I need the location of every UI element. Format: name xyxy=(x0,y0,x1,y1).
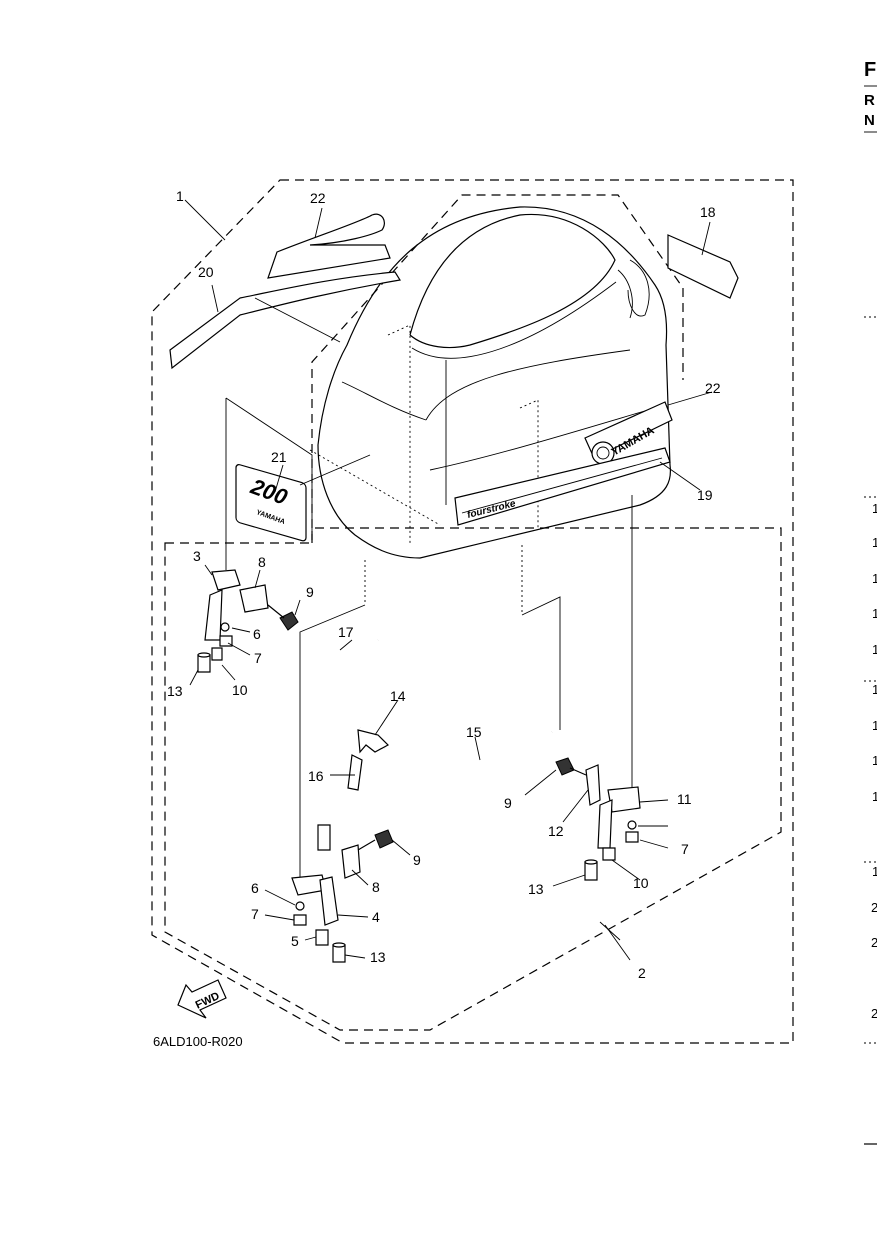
callout-6b: 6 xyxy=(251,880,259,896)
edge-row-11: 2 xyxy=(871,900,877,915)
callout-17: 17 xyxy=(338,624,354,640)
callout-16: 16 xyxy=(308,768,324,784)
callout-22a: 22 xyxy=(310,190,326,206)
callout-12: 12 xyxy=(548,823,564,839)
left-upper-bracket-group xyxy=(189,397,313,686)
callout-18: 18 xyxy=(700,204,716,220)
edge-header-f: F xyxy=(864,59,876,81)
right-bracket-group xyxy=(524,495,669,887)
edge-row-10: 1 xyxy=(872,864,877,879)
edge-row-5: 1 xyxy=(872,642,877,657)
callout-10b: 10 xyxy=(633,875,649,891)
edge-row-4: 1 xyxy=(872,606,877,621)
diagram-code: 6ALD100-R020 xyxy=(153,1034,243,1049)
edge-row-6: 1 xyxy=(872,682,877,697)
decal-21-model: 200 YAMAHA xyxy=(235,464,307,542)
callout-9b: 9 xyxy=(413,852,421,868)
callout-13a: 13 xyxy=(167,683,183,699)
callout-numbers: 1 2 3 4 5 6 6 7 7 7 8 8 9 9 9 10 10 11 1… xyxy=(167,188,721,981)
edge-row-8: 1 xyxy=(872,753,877,768)
fwd-arrow-icon: FWD xyxy=(177,979,227,1019)
callout-14: 14 xyxy=(390,688,406,704)
callout-9c: 9 xyxy=(504,795,512,811)
callout-2: 2 xyxy=(638,965,646,981)
callout-13c: 13 xyxy=(370,949,386,965)
right-edge-column: F R N 1 1 1 1 1 1 1 1 1 1 2 2 2 xyxy=(864,59,877,1145)
callout-4: 4 xyxy=(372,909,380,925)
edge-row-7: 1 xyxy=(872,718,877,733)
edge-row-9: 1 xyxy=(872,789,877,804)
callout-22b: 22 xyxy=(705,380,721,396)
decal-20 xyxy=(169,271,401,370)
callout-8a: 8 xyxy=(258,554,266,570)
hose-assembly xyxy=(299,545,561,880)
callout-8b: 8 xyxy=(372,879,380,895)
callout-19: 19 xyxy=(697,487,713,503)
callout-3: 3 xyxy=(193,548,201,564)
left-lower-bracket-group xyxy=(264,829,411,963)
callout-6a: 6 xyxy=(253,626,261,642)
callout-5: 5 xyxy=(291,933,299,949)
callout-9a: 9 xyxy=(306,584,314,600)
edge-row-2: 1 xyxy=(872,535,877,550)
leader-lines xyxy=(184,199,713,961)
group-boundary-top-inner xyxy=(311,194,684,543)
edge-row-12: 2 xyxy=(871,935,877,950)
edge-header-n: N xyxy=(864,112,875,129)
callout-7a: 7 xyxy=(254,650,262,666)
callout-7b: 7 xyxy=(251,906,259,922)
edge-row-1: 1 xyxy=(872,501,877,516)
callout-10a: 10 xyxy=(232,682,248,698)
callout-13b: 13 xyxy=(528,881,544,897)
callout-21: 21 xyxy=(271,449,287,465)
edge-row-13: 2 xyxy=(871,1006,877,1021)
edge-header-r: R xyxy=(864,92,875,109)
callout-1: 1 xyxy=(176,188,184,204)
decal-19: fourstroke xyxy=(454,447,671,526)
callout-20: 20 xyxy=(198,264,214,280)
callout-11: 11 xyxy=(677,791,692,807)
callout-15: 15 xyxy=(466,724,482,740)
decal-18 xyxy=(667,234,739,299)
callout-7c: 7 xyxy=(681,841,689,857)
top-cowling xyxy=(309,206,672,559)
decal-22-top xyxy=(267,213,391,279)
group-boundary-top-cowling xyxy=(151,179,794,1044)
edge-row-3: 1 xyxy=(872,571,877,586)
